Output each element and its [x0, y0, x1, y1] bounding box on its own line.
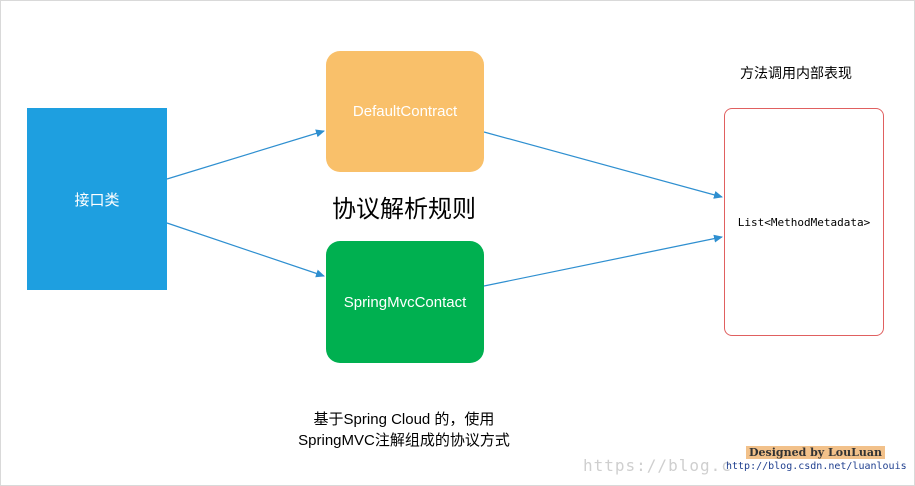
arrow-springmvc-to-result — [483, 234, 723, 287]
method-caption: 方法调用内部表现 — [740, 65, 852, 81]
bottom-note: 基于Spring Cloud 的，使用 SpringMVC注解组成的协议方式 — [270, 409, 538, 451]
method-metadata-node: List<MethodMetadata> — [724, 108, 884, 336]
blog-url: http://blog.csdn.net/luanlouis — [726, 461, 907, 472]
arrow-interface-to-default — [166, 129, 325, 180]
springmvc-contact-label: SpringMvcContact — [343, 293, 467, 311]
designed-by-stamp: Designed by LouLuan — [746, 446, 885, 459]
default-contract-label: DefaultContract — [352, 103, 458, 120]
default-contract-node: DefaultContract — [326, 51, 484, 172]
springmvc-contact-node: SpringMvcContact — [326, 241, 484, 363]
bottom-note-line1: 基于Spring Cloud 的，使用 — [313, 411, 495, 428]
arrow-interface-to-springmvc — [166, 222, 325, 278]
arrow-default-to-result — [483, 131, 723, 199]
interface-node: 接口类 — [27, 108, 167, 290]
watermark-url: https://blog.c — [583, 456, 732, 475]
method-metadata-label: List<MethodMetadata> — [737, 215, 871, 229]
rules-title: 协议解析规则 — [332, 196, 476, 223]
bottom-note-line2: SpringMVC注解组成的协议方式 — [298, 432, 510, 449]
interface-node-label: 接口类 — [74, 191, 120, 209]
